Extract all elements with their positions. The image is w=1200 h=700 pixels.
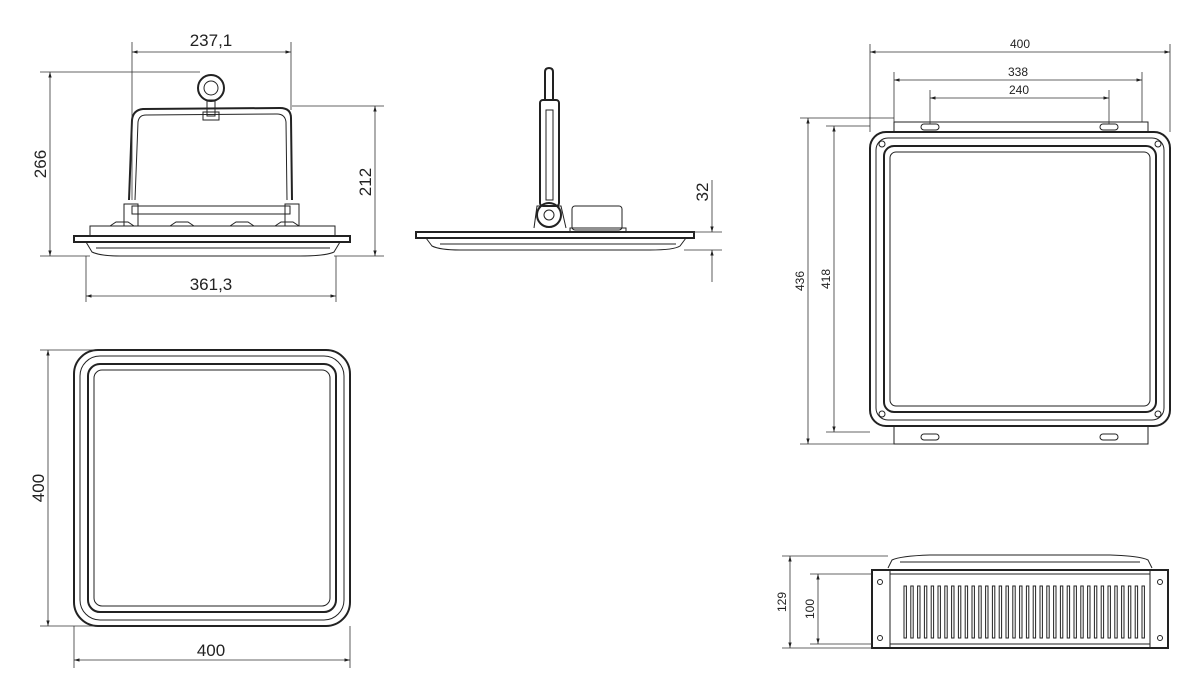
dim-bottom-width: 400 (197, 641, 225, 660)
eye-bolt-nut (202, 111, 220, 121)
cooling-fin-slot (1066, 585, 1071, 639)
cooling-fin-slot (944, 585, 948, 639)
cooling-fin-slot (1141, 585, 1145, 639)
dim-total-height: 266 (31, 150, 50, 178)
cooling-fin-slot (937, 585, 941, 639)
dim-body-height: 212 (356, 168, 375, 196)
dim-hole-spacing-inner: 240 (1009, 83, 1029, 97)
cooling-fin-slot (1059, 585, 1064, 639)
cooling-fin-slot (1053, 585, 1057, 639)
side-bracket-arm (539, 99, 560, 207)
eye-bolt-hole (203, 80, 219, 96)
cooling-fin-slot (1134, 585, 1139, 639)
side-lens (425, 237, 687, 251)
front-base-plate (73, 235, 351, 243)
cooling-fin-slot (1121, 585, 1125, 639)
cooling-fin-slot (1039, 585, 1043, 639)
cooling-fin-slot (923, 585, 928, 639)
eye-bolt-ring (197, 74, 225, 102)
mount-view: 400 338 240 436 418 (793, 37, 1171, 445)
cooling-fin-slot (910, 585, 914, 639)
mount-lens-panel (889, 151, 1151, 407)
cooling-fin-slot (1032, 585, 1037, 639)
dim-profile-body-height: 100 (803, 599, 817, 619)
dim-profile-total-height: 129 (775, 592, 789, 612)
cooling-fin-slot (930, 585, 935, 639)
cooling-fin-slot (1107, 585, 1111, 639)
cooling-fin-slot (978, 585, 982, 639)
cooling-fin-slot (1080, 585, 1084, 639)
mount-top-plate (893, 121, 1149, 134)
cooling-fin-slot (998, 585, 1003, 639)
profile-cooling-fins (903, 585, 1145, 639)
mount-bottom-plate (893, 426, 1149, 445)
side-hook (544, 66, 554, 101)
cooling-fin-slot (957, 585, 962, 639)
cooling-fin-slot (903, 585, 907, 639)
cooling-fin-slot (1025, 585, 1030, 639)
cooling-fin-slot (917, 585, 921, 639)
side-driver-box (571, 205, 623, 231)
profile-lens-dome (887, 554, 1153, 569)
front-view: 237,1 266 212 361,3 (31, 31, 384, 302)
mount-inner-frame (883, 145, 1157, 413)
dim-hook-width: 237,1 (190, 31, 233, 50)
bottom-outer-frame (73, 349, 351, 627)
cooling-fin-slot (1093, 585, 1098, 639)
cooling-fin-slot (991, 585, 996, 639)
cooling-fin-slot (1012, 585, 1016, 639)
cooling-fin-slot (1019, 585, 1023, 639)
cooling-fin-slot (1005, 585, 1009, 639)
cooling-fin-slot (1046, 585, 1050, 639)
dim-base-width: 361,3 (190, 275, 233, 294)
dim-mount-body-height: 418 (819, 269, 833, 289)
bracket-crossbar (131, 205, 291, 215)
cooling-fin-slot (985, 585, 989, 639)
mount-outer-frame (869, 131, 1171, 427)
cooling-fin-slot (1100, 585, 1105, 639)
cooling-fin-slot (951, 585, 955, 639)
dim-bottom-height: 400 (29, 474, 48, 502)
profile-view: 129 100 (775, 554, 1169, 649)
cooling-fin-slot (1073, 585, 1077, 639)
dim-mount-width: 400 (1010, 37, 1030, 51)
front-housing (89, 225, 336, 237)
side-base-plate (415, 231, 695, 239)
bottom-view: 400 400 (29, 349, 351, 668)
bottom-lens-panel (93, 369, 331, 607)
side-view: 32 (415, 66, 722, 282)
side-pivot (536, 202, 562, 228)
dim-hole-spacing-outer: 338 (1008, 65, 1028, 79)
bracket-arc (128, 106, 293, 201)
front-lens (85, 241, 341, 257)
bottom-inner-frame (87, 363, 337, 613)
dim-mount-total-height: 436 (793, 271, 807, 291)
cooling-fin-slot (1114, 585, 1118, 639)
cooling-fin-slot (971, 585, 975, 639)
dim-housing-height: 32 (693, 183, 712, 202)
cooling-fin-slot (1087, 585, 1091, 639)
cooling-fin-slot (1127, 585, 1132, 639)
cooling-fin-slot (964, 585, 969, 639)
